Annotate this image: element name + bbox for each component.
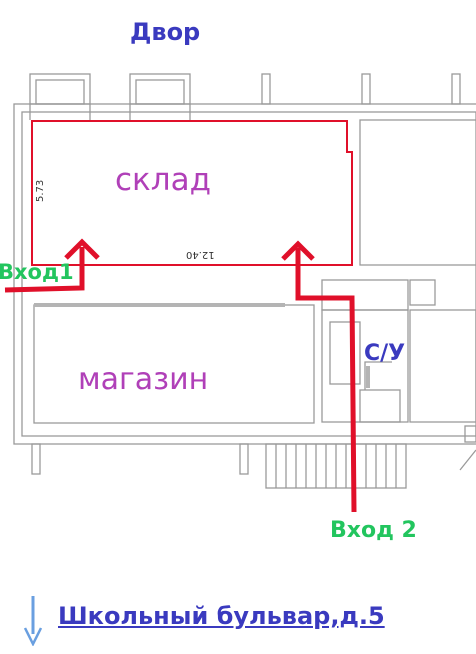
entrance-stairs bbox=[265, 443, 407, 489]
yard-label: Двор bbox=[130, 18, 201, 46]
storage-room-outline bbox=[31, 120, 353, 266]
toilet-label: С/У bbox=[364, 341, 406, 366]
storage-length-dimension: 12.40 bbox=[186, 249, 215, 260]
window-bay-middle bbox=[129, 73, 191, 105]
right-room bbox=[359, 119, 476, 266]
shop-room-label: магазин bbox=[78, 362, 209, 397]
entrance-arrow-2 bbox=[295, 248, 357, 513]
outer-wall bbox=[13, 103, 476, 445]
storage-depth-dimension: 5.73 bbox=[35, 179, 46, 202]
window-bay-left bbox=[29, 73, 91, 105]
storage-room-label: склад bbox=[115, 162, 212, 198]
entrance-arrow-1 bbox=[4, 247, 85, 293]
entrance-2-label: Вход 2 bbox=[330, 518, 417, 543]
street-address-link[interactable]: Школьный бульвар,д.5 bbox=[58, 602, 385, 630]
entrance-1-label: Вход1 bbox=[0, 260, 74, 284]
north-arrow-icon bbox=[23, 596, 43, 646]
